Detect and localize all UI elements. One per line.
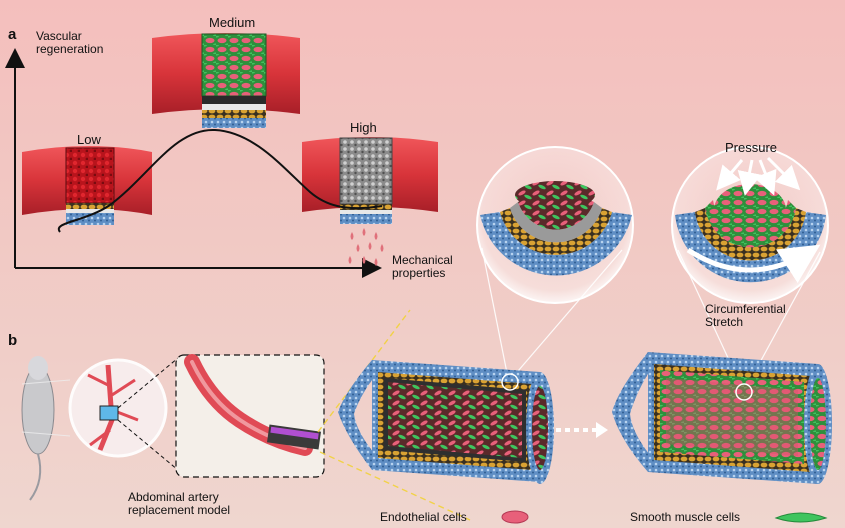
pressure-arrows-icon	[716, 156, 801, 196]
legend	[501, 510, 828, 524]
droplets-icon	[348, 228, 384, 266]
magnified-view-2	[671, 146, 829, 304]
surgical-zoom-box	[117, 354, 325, 478]
stretch-label: Circumferential Stretch	[705, 302, 786, 329]
level-high-label: High	[350, 120, 377, 135]
artery-zoom-circle	[21, 358, 168, 458]
y-axis-label: Vascular regeneration	[36, 29, 104, 56]
vessel-medium	[152, 33, 300, 128]
legend-endothelial-label: Endothelial cells	[380, 510, 467, 524]
guide-lines	[317, 309, 471, 521]
legend-smooth-muscle-label: Smooth muscle cells	[630, 510, 741, 524]
endothelial-cell-icon	[501, 510, 529, 524]
panel-b-label: b	[8, 332, 18, 349]
smooth-muscle-cell-icon	[774, 512, 828, 523]
chart-axes	[4, 48, 382, 278]
level-low-label: Low	[77, 132, 101, 147]
vessel-section-2	[612, 352, 832, 484]
level-medium-label: Medium	[209, 15, 256, 30]
regeneration-curve	[57, 128, 383, 233]
vessel-high	[302, 137, 438, 224]
vessel-section-1	[338, 360, 554, 484]
panel-a-label: a	[8, 26, 17, 43]
pressure-label: Pressure	[725, 140, 778, 155]
model-label: Abdominal artery replacement model	[128, 490, 231, 517]
magnified-view-1	[476, 146, 634, 304]
rat-icon	[21, 356, 55, 501]
x-axis-label: Mechanical properties	[392, 253, 453, 280]
transition-arrow-icon	[556, 422, 608, 438]
